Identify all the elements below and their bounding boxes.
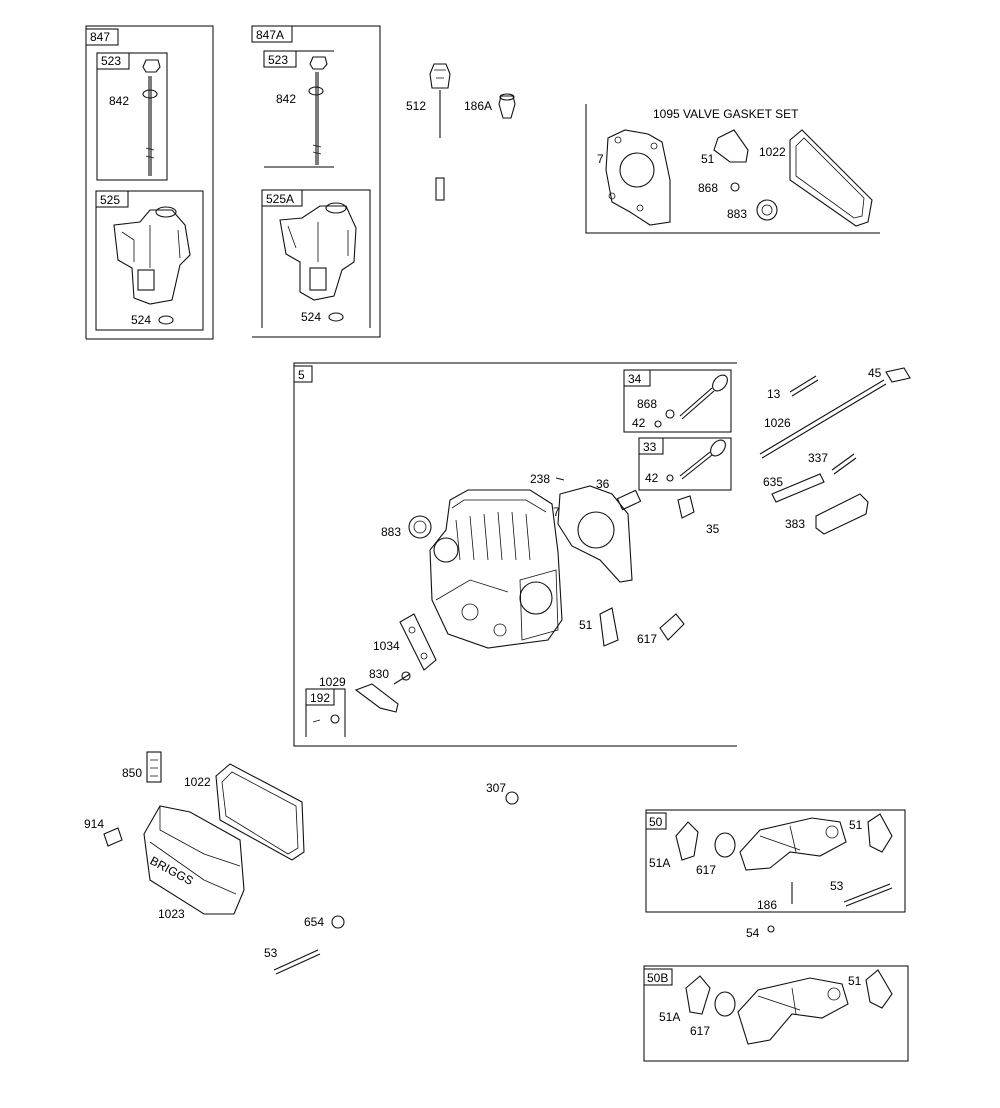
cylinder-head-part [429,489,563,649]
svg-text:868: 868 [698,181,718,195]
svg-text:186: 186 [757,898,777,912]
svg-text:36: 36 [596,477,610,491]
group-847a-label: 847A [256,28,284,42]
svg-text:850: 850 [122,766,142,780]
svg-text:337: 337 [808,451,828,465]
svg-text:35: 35 [706,522,720,536]
svg-text:50: 50 [649,815,663,829]
svg-text:868: 868 [637,397,657,411]
svg-text:383: 383 [785,517,805,531]
svg-text:525: 525 [100,193,120,207]
svg-text:51: 51 [579,618,593,632]
svg-text:45: 45 [868,366,882,380]
svg-text:53: 53 [830,879,844,893]
oil-fill-tube-part-b [279,202,357,301]
callout-842-b: 842 [276,92,296,106]
group-192: 192 [305,688,346,737]
svg-text:523: 523 [268,53,288,67]
group-525a: 525A 524 [261,189,371,328]
group-847: 847 523 842 525 524 [85,25,214,340]
svg-text:51: 51 [849,818,863,832]
intake-manifold-part-b [737,977,849,1045]
dipstick-part-b [308,56,328,165]
svg-text:13: 13 [767,387,781,401]
svg-text:617: 617 [690,1024,710,1038]
group-50: 50 51A 617 51 53 186 [645,809,906,913]
svg-text:1023: 1023 [158,907,185,921]
svg-text:1022: 1022 [184,775,211,789]
svg-text:635: 635 [763,475,783,489]
push-rod-parts: 13 45 1026 337 635 383 [759,366,911,535]
svg-text:1034: 1034 [373,639,400,653]
svg-text:7: 7 [553,505,560,519]
group-523: 523 842 [96,52,168,181]
intake-manifold-part [739,817,847,871]
svg-text:33: 33 [643,440,657,454]
svg-text:830: 830 [369,667,389,681]
head-gasket-part [557,485,633,583]
group-34: 34 868 42 [623,369,732,433]
group-5: 5 34 868 42 33 42 192 [293,362,737,747]
valve-gasket-set-title: 1095 VALVE GASKET SET [653,107,799,121]
callout-512: 512 [406,99,426,113]
svg-text:51A: 51A [649,856,670,870]
svg-text:617: 617 [637,632,657,646]
svg-text:192: 192 [310,691,330,705]
dipstick-part [142,59,161,176]
group-33: 33 42 [638,437,732,491]
valve-cover-parts: 850 1022 914 BRIGGS 1023 307 654 53 [84,751,519,975]
oil-fill-tube-part [113,206,191,305]
group-847a: 847A 523 842 525A [251,25,381,338]
svg-text:34: 34 [628,372,642,386]
svg-text:51: 51 [848,974,862,988]
svg-text:883: 883 [381,525,401,539]
svg-text:523: 523 [101,54,121,68]
callout-524: 524 [131,313,151,327]
group-5-label: 5 [298,368,305,382]
svg-text:1022: 1022 [759,145,786,159]
svg-text:42: 42 [645,471,659,485]
svg-text:883: 883 [727,207,747,221]
svg-text:7: 7 [597,152,604,166]
svg-text:1026: 1026 [764,416,791,430]
svg-text:307: 307 [486,781,506,795]
svg-text:50B: 50B [647,971,668,985]
svg-text:617: 617 [696,863,716,877]
svg-text:51: 51 [701,152,715,166]
callout-842: 842 [109,94,129,108]
svg-text:53: 53 [264,946,278,960]
group-525: 525 524 [95,190,204,331]
breather-parts: 512 186A [406,63,516,201]
group-50b: 50B 51A 617 51 [643,965,909,1062]
svg-text:238: 238 [530,472,550,486]
svg-text:1029: 1029 [319,675,346,689]
callout-186a: 186A [464,99,492,113]
svg-text:654: 654 [304,915,324,929]
callout-524-b: 524 [301,310,321,324]
svg-text:525A: 525A [266,192,294,206]
valve-gasket-set: 1095 VALVE GASKET SET 7 51 1022 868 883 [585,104,880,234]
valve-cover-part [143,805,245,915]
group-523b: 523 842 [263,50,334,168]
group-847-label: 847 [90,30,110,44]
callout-54: 54 [746,926,760,940]
svg-text:42: 42 [632,416,646,430]
svg-text:914: 914 [84,817,104,831]
svg-text:51A: 51A [659,1010,680,1024]
